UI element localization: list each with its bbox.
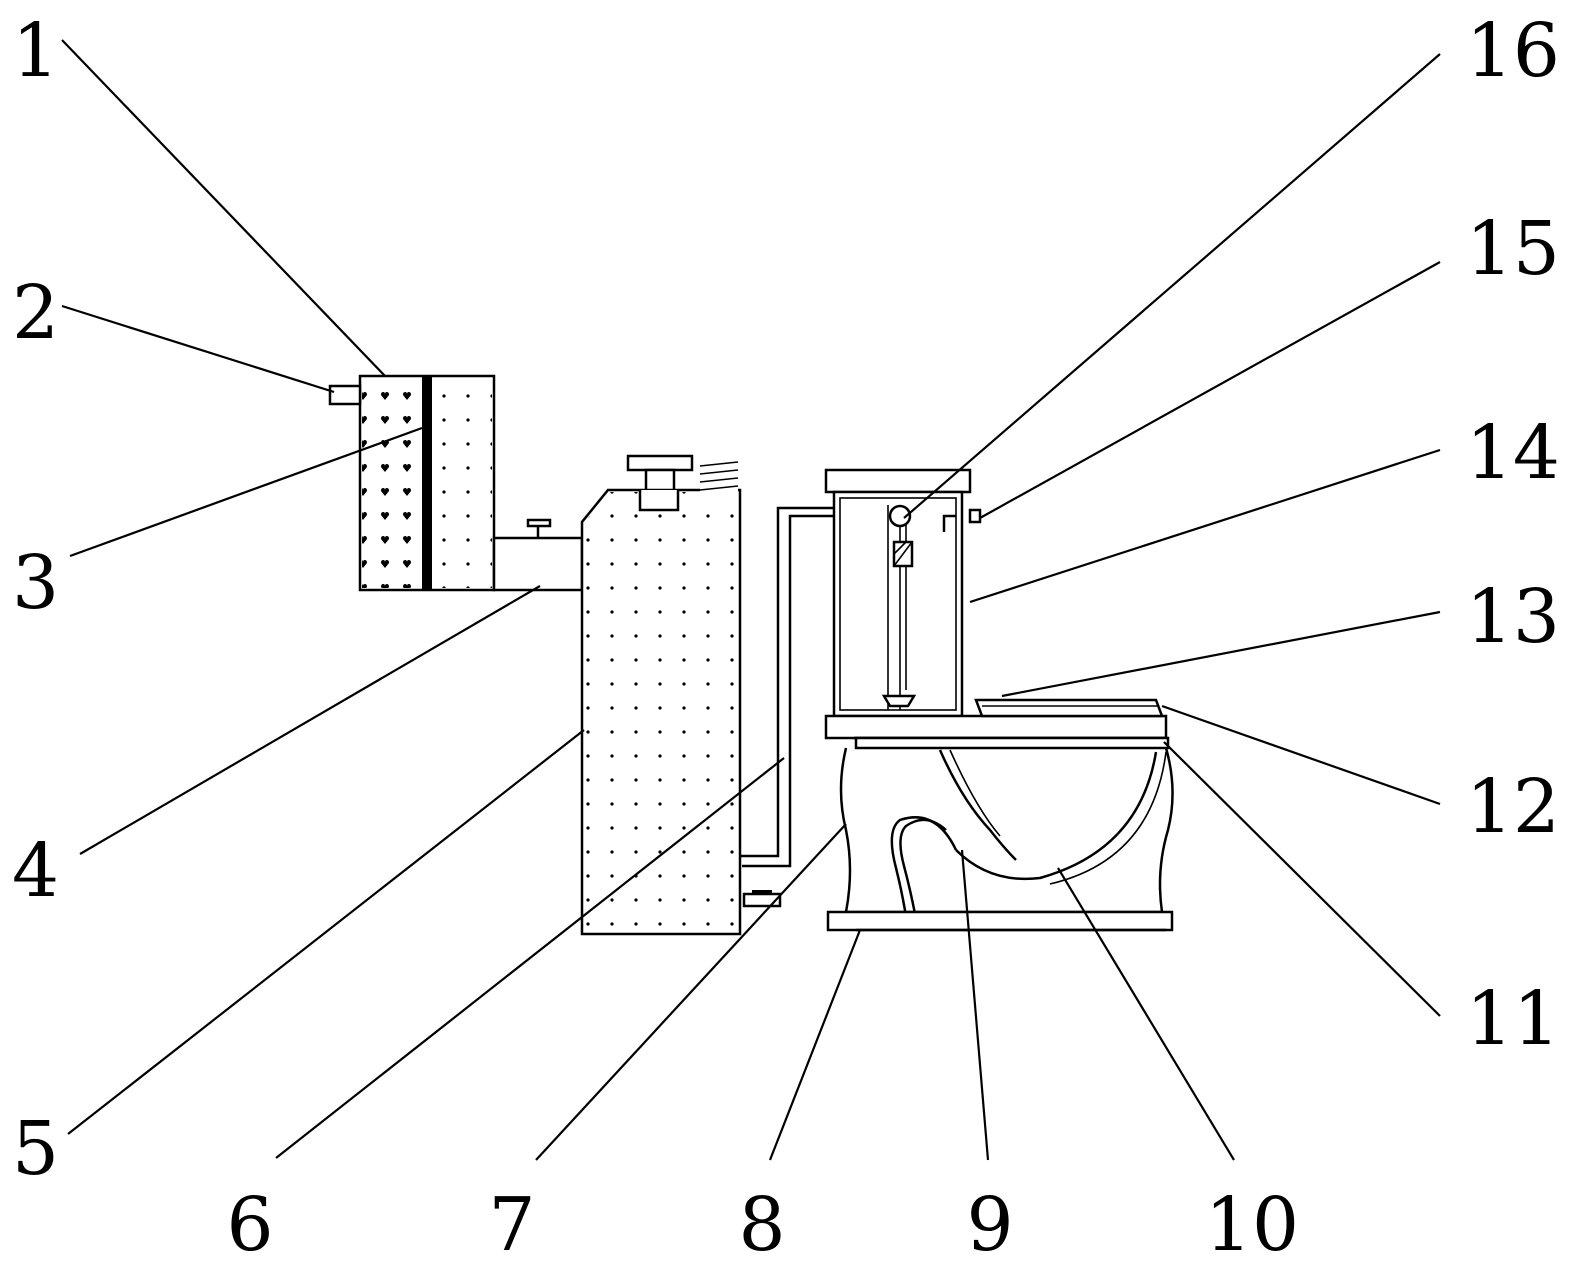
leader-12: [1161, 704, 1441, 806]
label-12: 12: [1466, 764, 1560, 850]
label-6: 6: [226, 1182, 273, 1268]
label-3: 3: [12, 540, 59, 626]
label-15: 15: [1466, 206, 1560, 292]
leader-2: [61, 304, 335, 394]
leader-9: [960, 849, 990, 1161]
leader-15: [979, 261, 1441, 519]
seat-ring: [854, 736, 1170, 750]
label-13: 13: [1466, 574, 1560, 660]
tank-cap: [626, 454, 694, 472]
float-ball: [888, 504, 912, 528]
label-11: 11: [1466, 976, 1560, 1062]
label-10: 10: [1205, 1182, 1299, 1268]
bowl-base: [826, 910, 1174, 932]
toilet-bowl: [824, 698, 1174, 932]
inlet-nozzle: [328, 384, 362, 406]
leader-8: [768, 929, 862, 1161]
part-labels: 1 2 3 4 5 6 7 8 9 10 11 12 13 14 15 16: [12, 8, 1560, 1268]
label-1: 1: [12, 8, 59, 94]
leader-14: [969, 448, 1441, 604]
leader-5: [67, 729, 585, 1135]
leader-3: [69, 426, 423, 558]
flush-handle: [968, 508, 982, 524]
storage-tank: [580, 454, 742, 936]
leader-7: [535, 823, 847, 1161]
leader-10: [1057, 867, 1235, 1161]
leader-16: [903, 53, 1441, 519]
leader-11: [1163, 741, 1441, 1017]
filter-membrane: [422, 376, 432, 590]
label-14: 14: [1466, 410, 1560, 496]
leader-lines: [61, 39, 1441, 1161]
label-9: 9: [966, 1182, 1013, 1268]
label-8: 8: [738, 1182, 785, 1268]
label-16: 16: [1466, 8, 1560, 94]
label-7: 7: [488, 1182, 535, 1268]
tank-spring: [699, 460, 739, 496]
connecting-pipe: [492, 518, 584, 592]
label-2: 2: [12, 270, 59, 356]
label-5: 5: [12, 1106, 59, 1192]
seat-cover: [974, 698, 1164, 718]
leader-13: [1001, 610, 1441, 698]
bowl-rim: [824, 714, 1168, 740]
leader-1: [61, 39, 386, 377]
supply-pipes: [740, 506, 836, 908]
leader-6: [275, 757, 785, 1159]
leader-4: [79, 585, 541, 855]
pipe-valve-handle: [526, 518, 552, 528]
cistern: [824, 468, 982, 718]
label-4: 4: [12, 828, 59, 914]
filter-box: [328, 374, 496, 592]
